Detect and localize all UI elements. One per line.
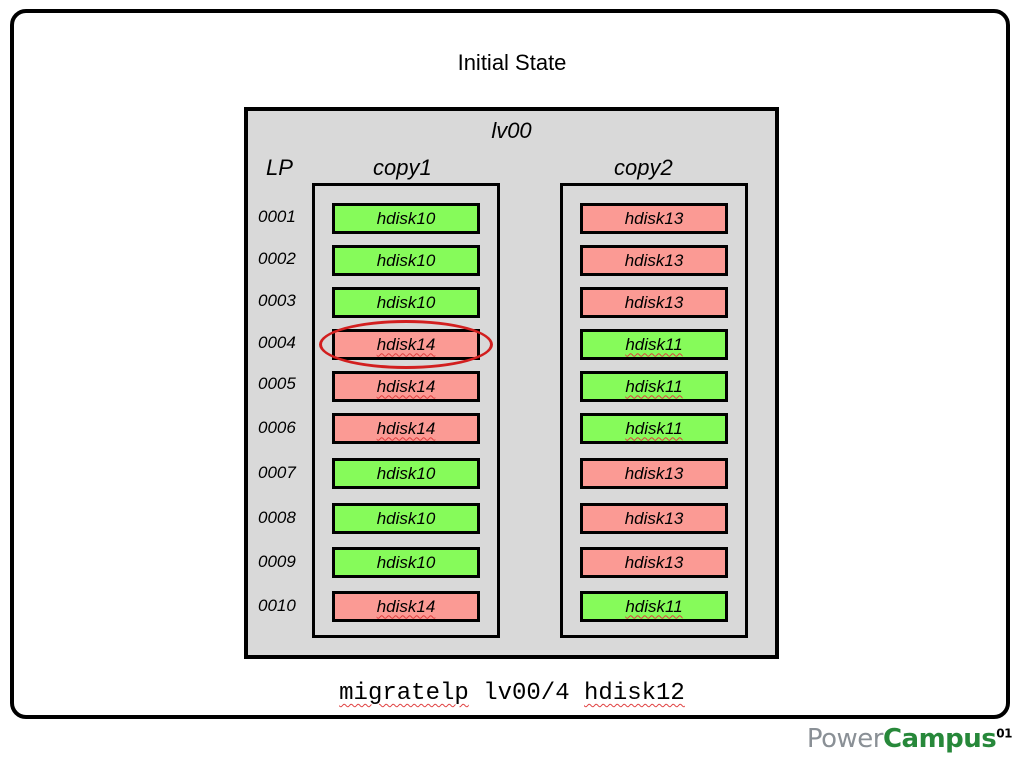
copy2-partition-0010: hdisk11 — [580, 591, 728, 622]
copy2-partition-0005: hdisk11 — [580, 371, 728, 402]
copy2-partition-0003: hdisk13 — [580, 287, 728, 318]
disk-label: hdisk14 — [376, 418, 436, 438]
command-name: migratelp — [339, 680, 469, 707]
lp-number: 0010 — [258, 596, 296, 615]
copy2-partition-0004: hdisk11 — [580, 329, 728, 360]
disk-label: hdisk10 — [376, 552, 436, 572]
copy1-partition-0001: hdisk10 — [332, 203, 480, 234]
lp-number: 0005 — [258, 374, 296, 393]
lp-number: 0002 — [258, 249, 296, 268]
disk-label: hdisk13 — [624, 463, 684, 483]
lv-name-label: lv00 — [491, 118, 532, 143]
lp-number: 0006 — [258, 418, 296, 437]
highlight-ellipse — [319, 320, 493, 369]
logo-suffix: 01 — [996, 726, 1012, 741]
command-line: migratelp lv00/4 hdisk12 — [0, 680, 1024, 707]
copy1-column — [312, 183, 500, 638]
copy2-partition-0007: hdisk13 — [580, 458, 728, 489]
copy1-column-header: copy1 — [373, 155, 432, 180]
copy2-partition-0008: hdisk13 — [580, 503, 728, 534]
disk-label: hdisk11 — [625, 334, 683, 354]
copy2-partition-0009: hdisk13 — [580, 547, 728, 578]
copy2-partition-0002: hdisk13 — [580, 245, 728, 276]
powercampus-logo: PowerCampus01 — [806, 724, 1013, 754]
logo-campus: Campus — [882, 724, 997, 754]
copy2-partition-0001: hdisk13 — [580, 203, 728, 234]
copy1-partition-0010: hdisk14 — [332, 591, 480, 622]
copy2-column-header: copy2 — [614, 155, 673, 180]
disk-label: hdisk14 — [376, 596, 436, 616]
disk-label: hdisk13 — [624, 552, 684, 572]
copy1-partition-0008: hdisk10 — [332, 503, 480, 534]
copy2-partition-0006: hdisk11 — [580, 413, 728, 444]
copy1-partition-0003: hdisk10 — [332, 287, 480, 318]
disk-label: hdisk10 — [376, 250, 436, 270]
copy1-partition-0009: hdisk10 — [332, 547, 480, 578]
lp-number: 0001 — [258, 207, 296, 226]
disk-label: hdisk11 — [625, 596, 683, 616]
lp-number: 0003 — [258, 291, 296, 310]
copy1-partition-0006: hdisk14 — [332, 413, 480, 444]
disk-label: hdisk13 — [624, 508, 684, 528]
copy1-partition-0007: hdisk10 — [332, 458, 480, 489]
disk-label: hdisk10 — [376, 208, 436, 228]
disk-label: hdisk11 — [625, 418, 683, 438]
lp-number: 0004 — [258, 333, 296, 352]
disk-label: hdisk13 — [624, 250, 684, 270]
lp-number: 0009 — [258, 552, 296, 571]
disk-label: hdisk10 — [376, 463, 436, 483]
disk-label: hdisk10 — [376, 292, 436, 312]
lp-number: 0008 — [258, 508, 296, 527]
disk-label: hdisk13 — [624, 208, 684, 228]
lp-number: 0007 — [258, 463, 296, 482]
disk-label: hdisk13 — [624, 292, 684, 312]
command-target-disk: hdisk12 — [584, 680, 685, 707]
copy1-partition-0002: hdisk10 — [332, 245, 480, 276]
disk-label: hdisk11 — [625, 376, 683, 396]
copy1-partition-0005: hdisk14 — [332, 371, 480, 402]
disk-label: hdisk14 — [376, 376, 436, 396]
command-lv-arg: lv00/4 — [483, 680, 570, 707]
slide-title: Initial State — [457, 50, 567, 75]
copy2-column — [560, 183, 748, 638]
logo-power: Power — [806, 724, 884, 754]
lp-column-header: LP — [266, 155, 293, 180]
disk-label: hdisk10 — [376, 508, 436, 528]
